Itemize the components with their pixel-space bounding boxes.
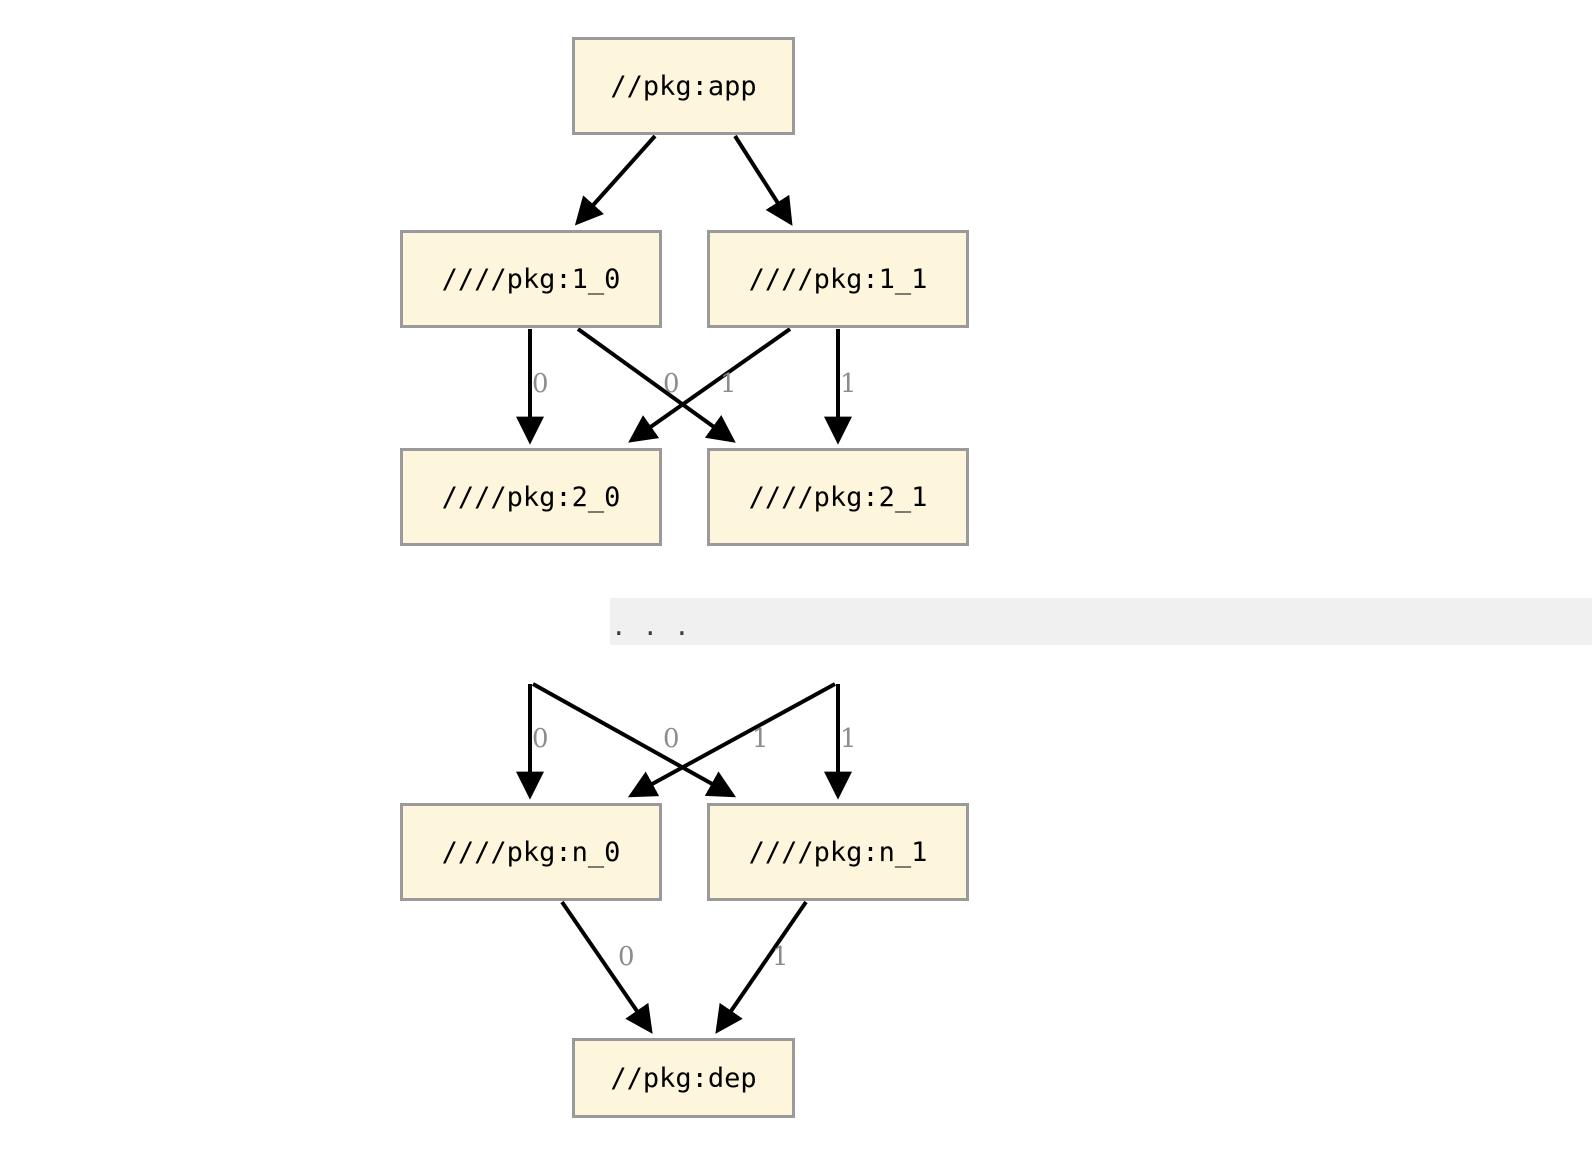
edge-label-5: 0 [663,724,680,754]
node-1_0[interactable]: ////pkg:1_0 [400,230,662,328]
edge-label-9: 1 [772,942,789,972]
node-2_0[interactable]: ////pkg:2_0 [400,448,662,546]
node-label: ////pkg:1_1 [748,263,928,295]
edge-1_1-to-2_0 [628,327,792,443]
edge-label-6: 1 [752,724,769,754]
node-2_1[interactable]: ////pkg:2_1 [707,448,969,546]
edge-label-0: 0 [532,369,549,399]
node-label: ////pkg:n_0 [441,836,621,868]
edge-label-2: 1 [720,369,737,399]
edge-label-1: 0 [663,369,680,399]
edge-label-7: 1 [840,724,857,754]
edge-above-to-n_1-cross [532,682,737,798]
edge-n_1-to-dep [715,900,808,1034]
edge-n_0-to-dep [560,900,653,1034]
edge-1_0-to-2_1 [576,327,736,443]
node-label: ////pkg:2_0 [441,481,621,513]
edge-app-to-1_0 [574,134,657,226]
node-n_1[interactable]: ////pkg:n_1 [707,803,969,901]
ellipsis-text: ... [614,608,709,643]
node-n_0[interactable]: ////pkg:n_0 [400,803,662,901]
node-app[interactable]: //pkg:app [572,37,795,135]
node-label: //pkg:dep [610,1062,757,1094]
node-dep[interactable]: //pkg:dep [572,1038,795,1118]
edge-above-to-n_0-cross [627,682,836,798]
node-label: ////pkg:2_1 [748,481,928,513]
node-label: ////pkg:1_0 [441,263,621,295]
node-label: ////pkg:n_1 [748,836,928,868]
edge-label-8: 0 [618,942,635,972]
edge-label-3: 1 [840,369,857,399]
ellipsis-band: ... [610,598,1592,645]
node-label: //pkg:app [610,70,757,102]
edge-label-4: 0 [532,724,549,754]
node-1_1[interactable]: ////pkg:1_1 [707,230,969,328]
edge-app-to-1_1 [733,134,793,226]
